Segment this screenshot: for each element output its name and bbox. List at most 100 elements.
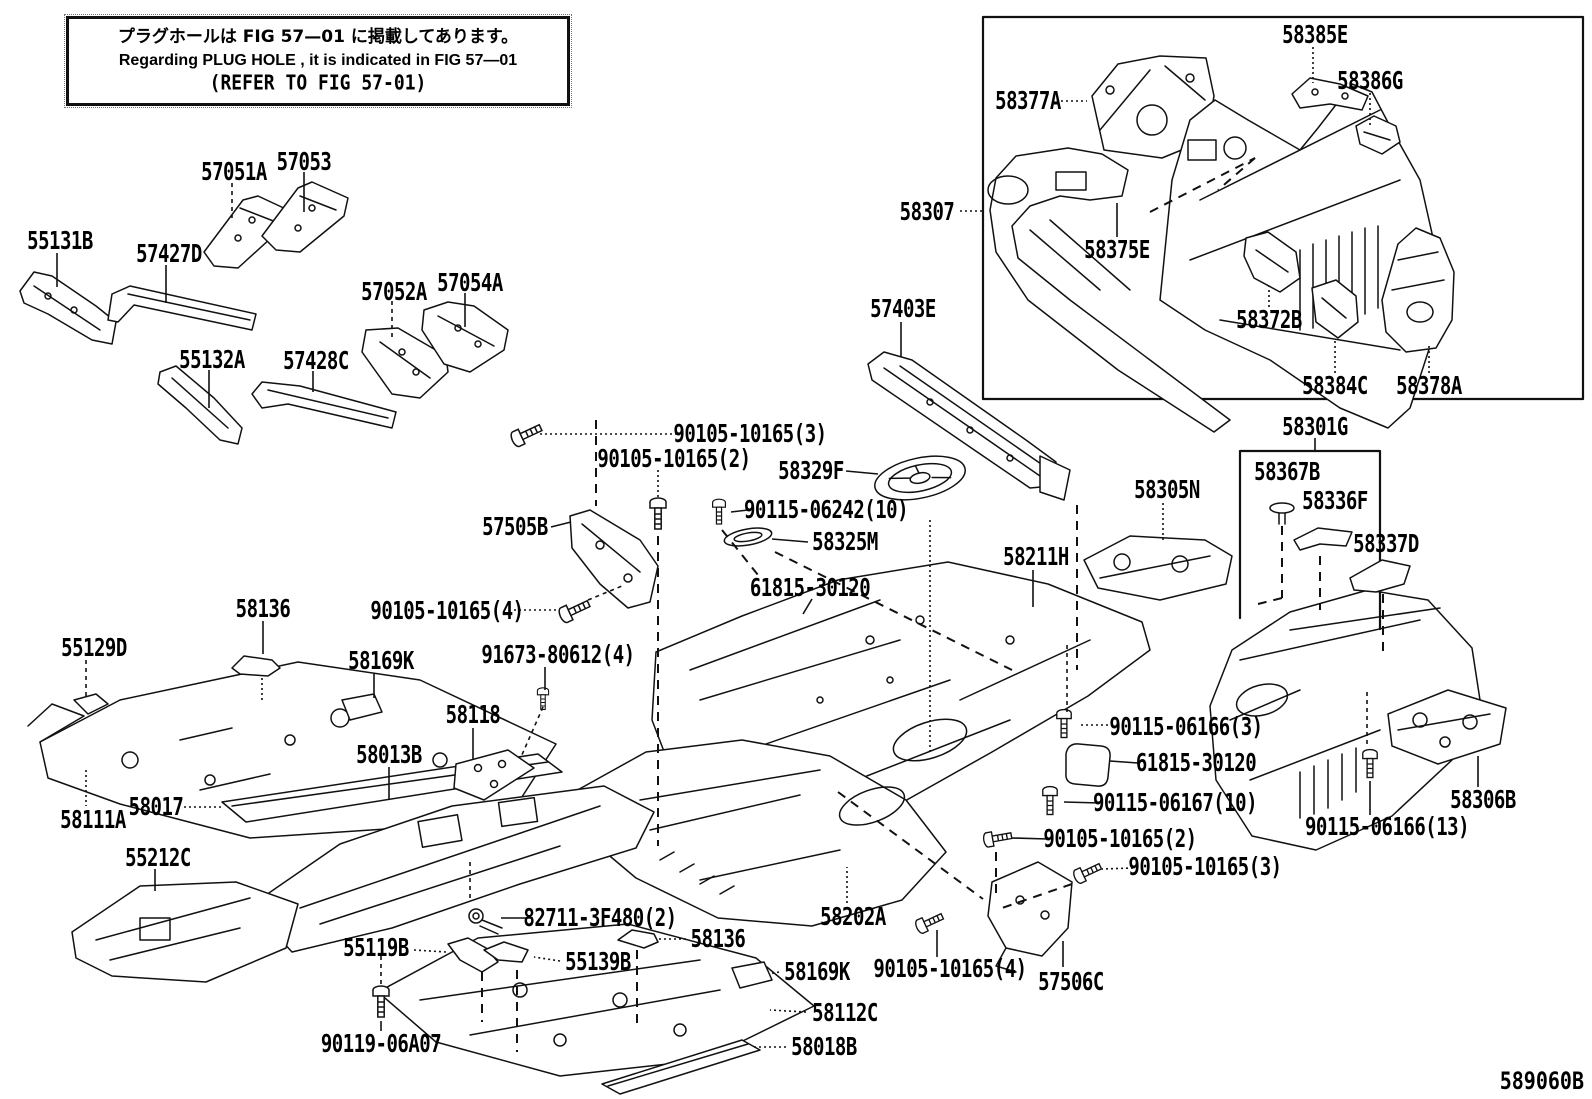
part-label-90105-10165-2-: 90105-10165(2) [1043,824,1197,854]
part-61815-right [1065,743,1111,787]
part-label-58169k: 58169K [348,646,414,676]
part-label-55132a: 55132A [179,345,245,375]
leader-line [837,791,984,900]
part-label-55131b: 55131B [27,226,93,256]
part-label-61815-30120: 61815-30120 [1135,748,1257,778]
part-57428c [251,381,397,429]
part-label-58169k: 58169K [784,957,850,987]
leader-line [1149,157,1256,213]
part-55212c [71,881,299,983]
part-label-58372b: 58372B [1236,305,1302,335]
part-label-58017: 58017 [128,792,184,822]
note-line-japanese: プラグホールは FIG 57—01 に掲載してあります。 [117,27,519,48]
part-label-58306b: 58306B [1450,785,1516,815]
leader-line [1217,157,1256,191]
part-57053 [261,181,349,253]
part-label-58136: 58136 [235,594,291,624]
part-58305n [1083,535,1233,601]
part-label-90105-10165-4-: 90105-10165(4) [370,596,524,626]
leader-line [413,949,447,953]
part-58018b [601,1039,761,1095]
part-label-57506c: 57506C [1038,967,1104,997]
part-label-90115-06242-10-: 90115-06242(10) [743,495,909,525]
part-label-58013b: 58013B [356,740,422,770]
leader-lines [56,47,1479,1052]
part-label-58378a: 58378A [1396,371,1462,401]
part-label-90115-06167-10-: 90115-06167(10) [1092,788,1258,818]
part-label-90105-10165-2-: 90105-10165(2) [597,444,751,474]
note-line-refer: (REFER TO FIG 57-01) [209,71,427,96]
part-58013b [249,785,655,953]
part-label-55119b: 55119B [343,933,409,963]
part-label-55129d: 55129D [61,633,127,663]
figure-code: 589060B [1499,1066,1584,1095]
part-label-58325m: 58325M [812,527,878,557]
part-58169k-lower [731,961,773,989]
part-57052a [361,327,449,399]
part-label-58337d: 58337D [1353,529,1419,559]
part-label-57054a: 57054A [437,268,503,298]
leader-line [769,1009,807,1013]
part-label-58385e: 58385E [1282,20,1348,50]
part-label-58329f: 58329F [778,456,844,486]
part-label-58301g: 58301G [1282,412,1348,442]
part-label-58202a: 58202A [820,902,886,932]
part-label-90115-06166-3-: 90115-06166(3) [1109,712,1263,742]
part-label-58375e: 58375E [1084,235,1150,265]
leader-line [730,509,749,513]
part-label-57427d: 57427D [136,239,202,269]
part-label-58336f: 58336F [1302,486,1368,516]
part-58169k-upper [341,693,383,721]
part-58118 [453,749,535,801]
part-label-58367b: 58367B [1254,457,1320,487]
leader-line [774,551,1013,671]
part-label-57052a: 57052A [361,277,427,307]
part-55129d [73,693,109,715]
leader-line [1063,801,1101,804]
part-58329f [874,455,966,501]
part-55132a [157,365,243,445]
part-label-57428c: 57428C [283,346,349,376]
part-58136-upper [231,655,281,677]
part-label-58118: 58118 [445,700,501,730]
part-57427d [107,285,257,331]
part-58325m [723,527,773,547]
leader-line [768,971,780,975]
part-label-91673-80612-4-: 91673-80612(4) [481,640,635,670]
part-label-58211h: 58211H [1003,542,1069,572]
leader-line [802,598,813,615]
part-55119b-clip [447,937,499,973]
part-label-90105-10165-4-: 90105-10165(4) [873,954,1027,984]
part-label-58384c: 58384C [1302,371,1368,401]
leader-line [721,529,763,581]
part-57505b [569,509,659,609]
leader-line [1011,837,1049,840]
leader-line [533,956,561,962]
leader-line [1001,883,1073,909]
part-label-58386g: 58386G [1337,66,1403,96]
part-58336f [1293,527,1353,551]
part-label-82711-3f480-2-: 82711-3F480(2) [523,903,677,933]
part-58367b-pin [1269,502,1295,525]
part-label-57051a: 57051A [201,157,267,187]
leader-line [1109,760,1139,764]
leader-line [520,706,544,758]
part-58306b [1387,689,1507,765]
leader-line [771,538,809,543]
part-label-58111a: 58111A [60,805,126,835]
part-label-58112c: 58112C [812,998,878,1028]
part-55139b-clip [483,941,529,963]
part-label-90105-10165-3-: 90105-10165(3) [673,419,827,449]
leader-line [550,521,572,528]
leader-line [1101,867,1134,870]
part-label-57505b: 57505B [482,512,548,542]
part-label-90105-10165-3-: 90105-10165(3) [1128,852,1282,882]
leader-line [1257,597,1283,605]
rear-body-inset-box [981,15,1585,433]
part-57506c [987,861,1073,957]
part-label-55139b: 55139B [565,947,631,977]
part-label-58305n: 58305N [1134,475,1200,505]
part-label-57053: 57053 [276,147,332,177]
